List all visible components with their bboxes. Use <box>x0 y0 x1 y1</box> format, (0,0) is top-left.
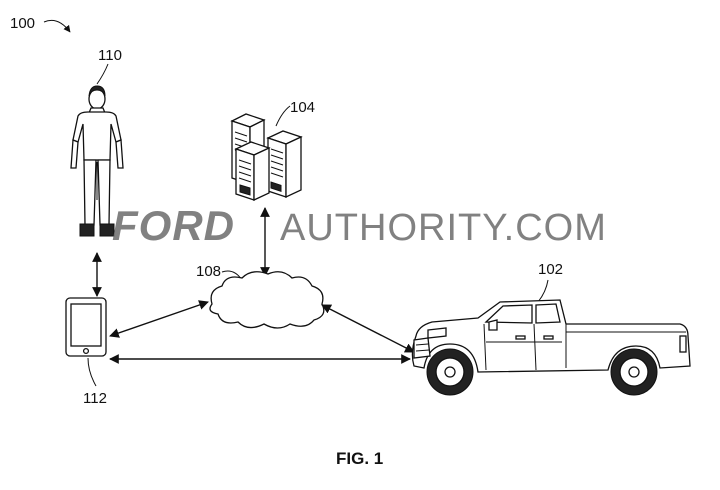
server-rack-icon <box>230 113 303 202</box>
ref-leader-vehicle <box>537 279 549 303</box>
ref-leader-servers <box>275 105 291 127</box>
network-cloud-icon <box>209 271 325 329</box>
pickup-truck-icon <box>411 299 691 396</box>
ref-leader-system <box>43 19 71 33</box>
link-network-vehicle <box>321 304 415 353</box>
ref-label-vehicle: 102 <box>538 261 563 278</box>
watermark-site: AUTHORITY.COM <box>280 207 607 249</box>
user-person-icon <box>70 85 124 237</box>
figure-caption: FIG. 1 <box>336 449 383 468</box>
mobile-device-icon <box>65 297 107 357</box>
ref-leader-user <box>96 63 109 85</box>
watermark-brand: FORD <box>112 202 235 249</box>
ref-label-network: 108 <box>196 263 221 280</box>
ref-label-user: 110 <box>98 47 122 64</box>
ref-label-servers: 104 <box>290 99 315 116</box>
watermark: FORD AUTHORITY.COM <box>112 202 607 249</box>
ref-label-system: 100 <box>10 15 35 32</box>
ref-leader-device <box>87 357 97 387</box>
ref-label-device: 112 <box>83 390 107 407</box>
link-device-network <box>109 300 209 338</box>
